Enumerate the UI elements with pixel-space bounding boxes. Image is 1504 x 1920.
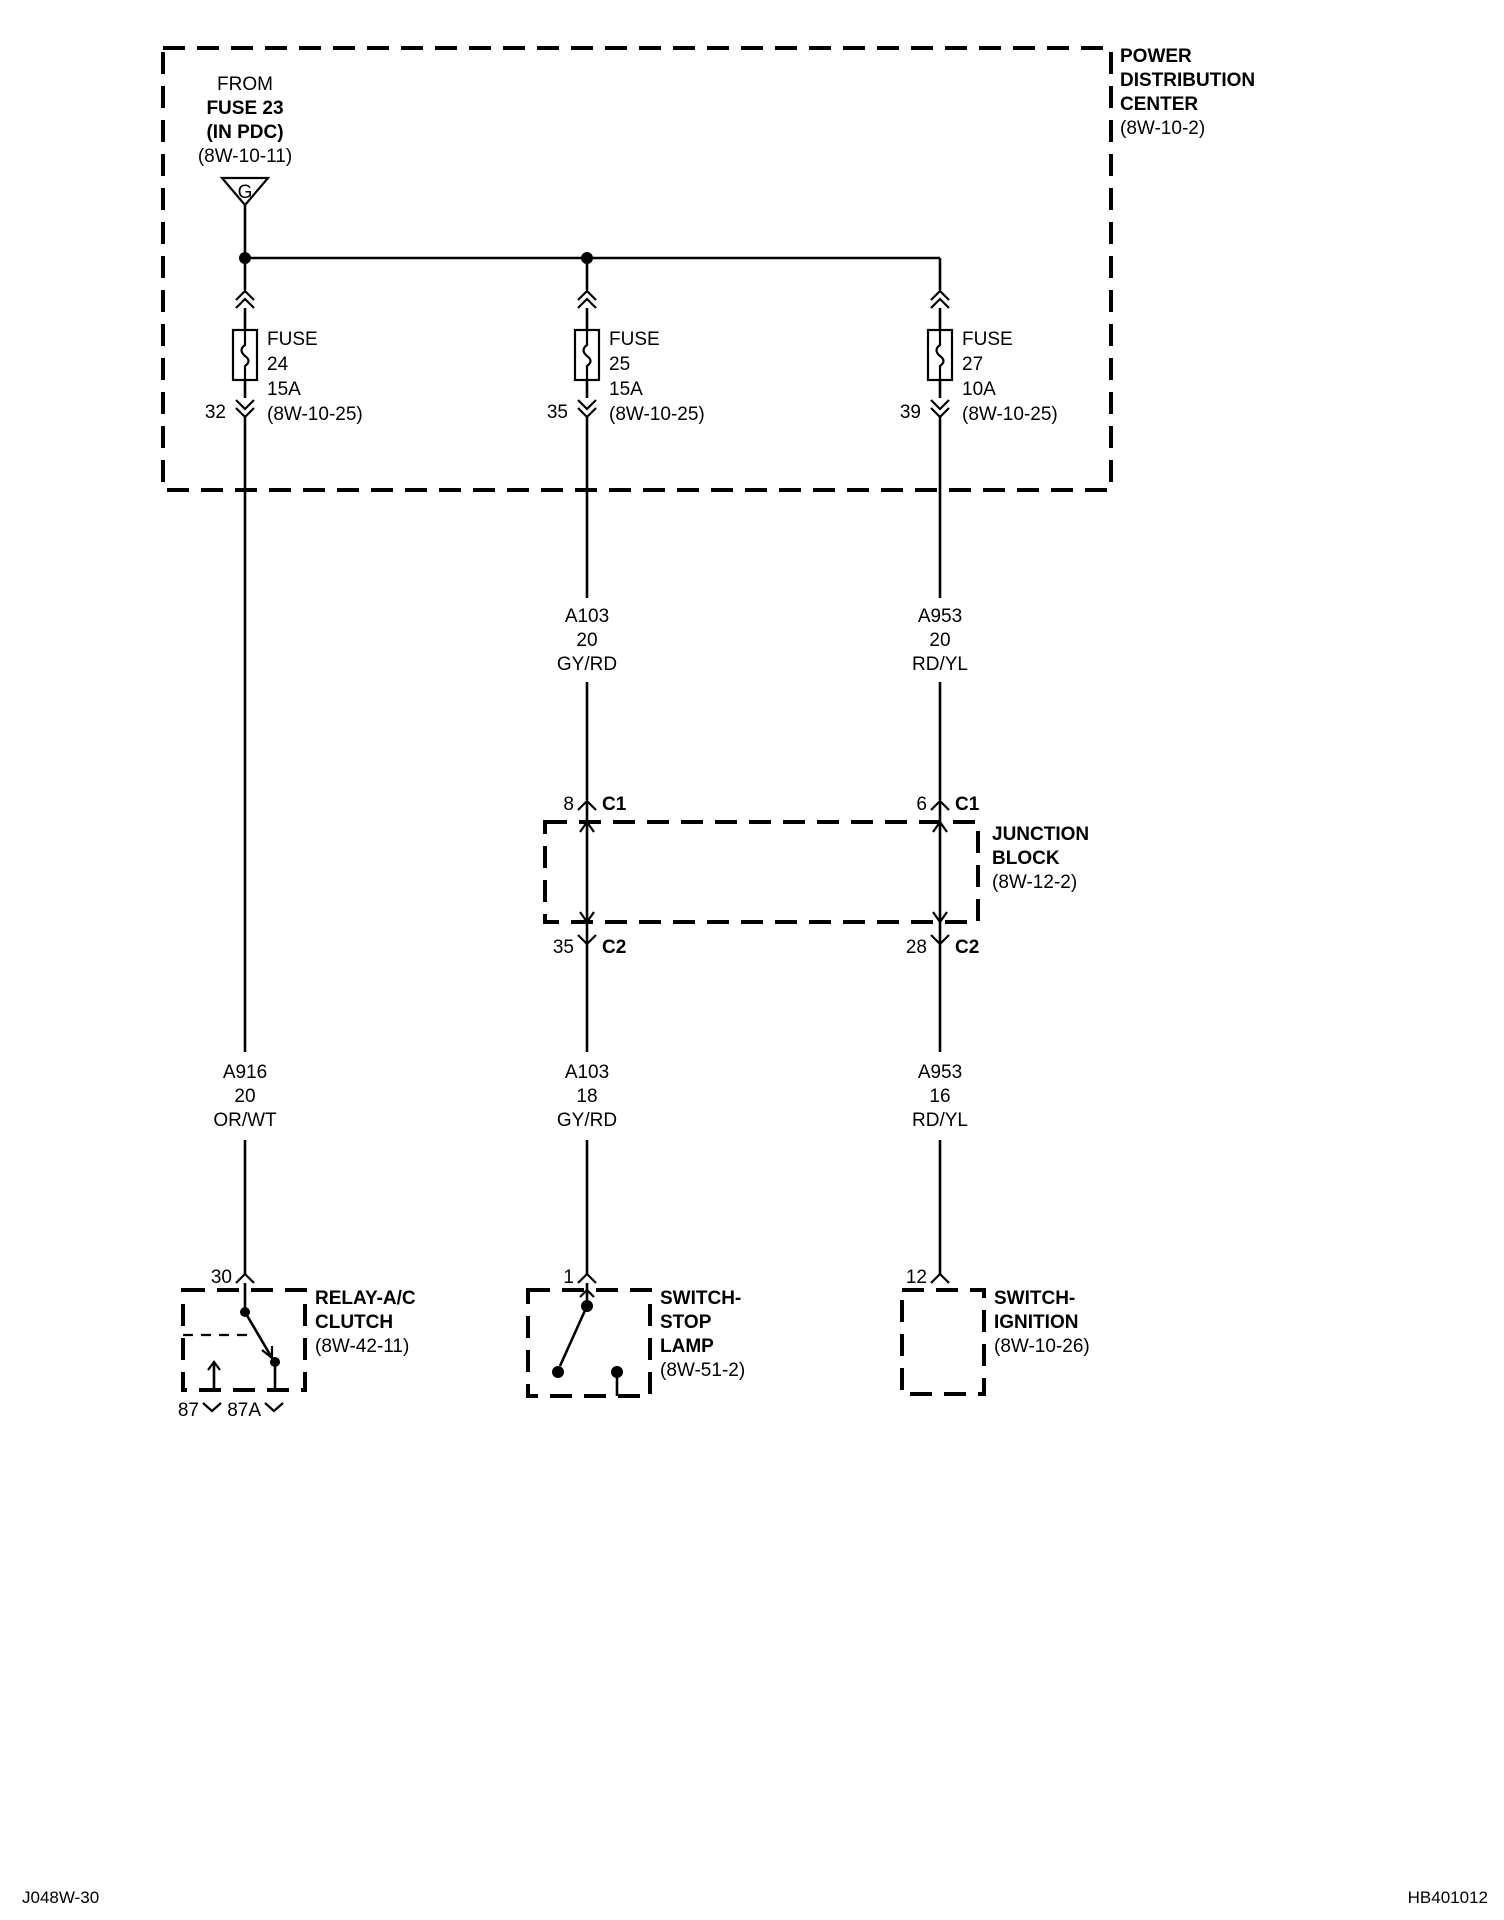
wire-a953-top-color: RD/YL <box>912 654 968 675</box>
fuse-25: FUSE 25 15A (8W-10-25) 35 <box>547 258 705 425</box>
junction-left-c2-pin: 35 <box>553 937 574 958</box>
junction-title-2: BLOCK <box>992 848 1060 869</box>
fuse-25-number: 25 <box>609 354 630 375</box>
junction-title-1: JUNCTION <box>992 824 1089 845</box>
wire-a953-bottom-gauge: 16 <box>929 1086 950 1107</box>
wire-a916-color: OR/WT <box>213 1110 277 1131</box>
source-fuse: FUSE 23 <box>206 98 283 119</box>
fuse-27-number: 27 <box>962 354 983 375</box>
relay-title-1: RELAY-A/C <box>315 1288 416 1309</box>
fuse-24-pin: 32 <box>205 402 226 423</box>
junction-right-c1: C1 <box>955 794 980 815</box>
ignition-switch-title-1: SWITCH- <box>994 1288 1075 1309</box>
relay-title-2: CLUTCH <box>315 1312 393 1333</box>
junction-left-c1: C1 <box>602 794 627 815</box>
pdc-title-3: CENTER <box>1120 94 1198 115</box>
fuse-24-label: FUSE <box>267 329 318 350</box>
wire-a953-top-gauge: 20 <box>929 630 950 651</box>
fuse-27-rating: 10A <box>962 379 996 400</box>
junction-block: 8 C1 6 C1 35 C2 28 C2 JUNCTION BLOCK (8W… <box>543 794 1089 958</box>
wire-a953-bottom-circuit: A953 <box>918 1062 962 1083</box>
stop-switch-pin: 1 <box>563 1267 574 1288</box>
source-from: FROM <box>217 74 273 95</box>
wire-a103-bottom: A103 18 GY/RD <box>557 944 617 1274</box>
fuse-24-ref: (8W-10-25) <box>267 404 363 425</box>
fuse-25-label: FUSE <box>609 329 660 350</box>
fuse-27: FUSE 27 10A (8W-10-25) 39 <box>900 289 1058 425</box>
wire-a103-top: A103 20 GY/RD <box>557 417 617 800</box>
wire-a103-bottom-color: GY/RD <box>557 1110 617 1131</box>
footer-left-code: J048W-30 <box>22 1888 99 1907</box>
relay-pin-30: 30 <box>211 1267 232 1288</box>
pdc-title-1: POWER <box>1120 46 1192 67</box>
wire-a103-top-color: GY/RD <box>557 654 617 675</box>
fuse-25-pin: 35 <box>547 402 568 423</box>
relay-ref: (8W-42-11) <box>315 1336 409 1357</box>
wire-a916-gauge: 20 <box>234 1086 255 1107</box>
wire-a916: A916 20 OR/WT <box>205 417 285 1274</box>
ignition-switch-ref: (8W-10-26) <box>994 1336 1090 1357</box>
wire-a953-bottom-color: RD/YL <box>912 1110 968 1131</box>
wire-a103-bottom-circuit: A103 <box>565 1062 609 1083</box>
fuse-25-rating: 15A <box>609 379 643 400</box>
junction-ref: (8W-12-2) <box>992 872 1077 893</box>
junction-right-c2-pin: 28 <box>906 937 927 958</box>
stop-switch-title-3: LAMP <box>660 1336 714 1357</box>
wire-a953-top: A953 20 RD/YL <box>912 417 968 800</box>
junction-left-c1-pin: 8 <box>563 794 574 815</box>
source-letter: G <box>238 182 253 203</box>
ignition-switch-pin: 12 <box>906 1267 927 1288</box>
pdc-title-2: DISTRIBUTION <box>1120 70 1255 91</box>
junction-right-c2: C2 <box>955 937 979 958</box>
wire-a103-top-gauge: 20 <box>576 630 597 651</box>
pdc-ref: (8W-10-2) <box>1120 118 1205 139</box>
relay-pin-87a: 87A <box>227 1400 261 1421</box>
wire-a953-top-circuit: A953 <box>918 606 962 627</box>
relay-pin-87: 87 <box>178 1400 199 1421</box>
wire-a953-bottom: A953 16 RD/YL <box>912 944 968 1274</box>
fuse-27-pin: 39 <box>900 402 921 423</box>
stop-switch-title-1: SWITCH- <box>660 1288 741 1309</box>
wire-a103-top-circuit: A103 <box>565 606 609 627</box>
ignition-switch-title-2: IGNITION <box>994 1312 1078 1333</box>
stop-switch-title-2: STOP <box>660 1312 712 1333</box>
fuse-27-ref: (8W-10-25) <box>962 404 1058 425</box>
footer-right-code: HB401012 <box>1408 1888 1488 1907</box>
junction-right-c1-pin: 6 <box>916 794 927 815</box>
switch-ignition: 12 SWITCH- IGNITION (8W-10-26) <box>900 1267 1090 1396</box>
junction-left-c2: C2 <box>602 937 626 958</box>
fuse-27-label: FUSE <box>962 329 1013 350</box>
relay-ac-clutch: 30 87 87A RELAY-A/C CLUTCH (8W-42-11) <box>178 1267 416 1421</box>
fuse-24: FUSE 24 15A (8W-10-25) 32 <box>205 258 363 425</box>
source-label: FROM FUSE 23 (IN PDC) (8W-10-11) <box>198 74 292 167</box>
fuse-24-rating: 15A <box>267 379 301 400</box>
source-connector-symbol: G <box>219 176 271 258</box>
fuse-24-number: 24 <box>267 354 289 375</box>
source-ref: (8W-10-11) <box>198 146 292 167</box>
pdc-label: POWER DISTRIBUTION CENTER (8W-10-2) <box>1120 46 1255 139</box>
wire-a916-circuit: A916 <box>223 1062 267 1083</box>
pdc-boundary <box>161 46 1113 492</box>
wire-a103-bottom-gauge: 18 <box>576 1086 597 1107</box>
fuse-25-ref: (8W-10-25) <box>609 404 705 425</box>
source-location: (IN PDC) <box>206 122 283 143</box>
stop-switch-ref: (8W-51-2) <box>660 1360 745 1381</box>
switch-stop-lamp: 1 SWITCH- STOP LAMP (8W-51-2) <box>526 1267 745 1398</box>
